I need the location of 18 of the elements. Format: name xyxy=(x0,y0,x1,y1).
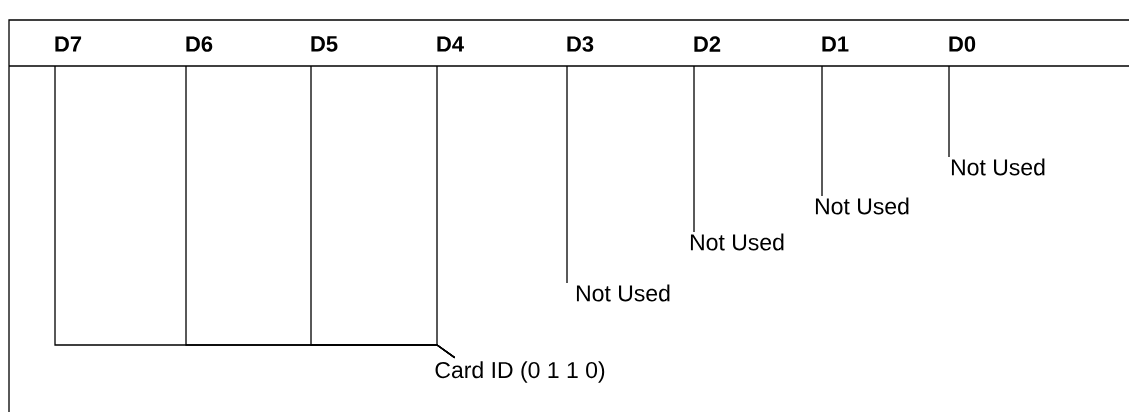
field-label: Not Used xyxy=(690,233,784,251)
bit-label: D3 xyxy=(567,36,594,52)
bit-label: D2 xyxy=(694,36,721,52)
leader-line xyxy=(436,65,456,359)
leader-line xyxy=(821,65,823,197)
bit-label: D4 xyxy=(437,36,464,52)
bit-label: D6 xyxy=(186,36,213,52)
field-label: Not Used xyxy=(951,158,1045,176)
bit-label: D1 xyxy=(822,36,849,52)
bit-label: D0 xyxy=(949,36,976,52)
leader-line xyxy=(948,65,950,158)
bit-label: D7 xyxy=(55,36,82,52)
field-label: Not Used xyxy=(576,284,670,302)
leader-line xyxy=(566,65,568,284)
field-label: Not Used xyxy=(815,197,909,215)
field-label: Card ID (0 1 1 0) xyxy=(435,361,605,383)
leader-line xyxy=(693,65,695,233)
bit-label: D5 xyxy=(311,36,338,52)
